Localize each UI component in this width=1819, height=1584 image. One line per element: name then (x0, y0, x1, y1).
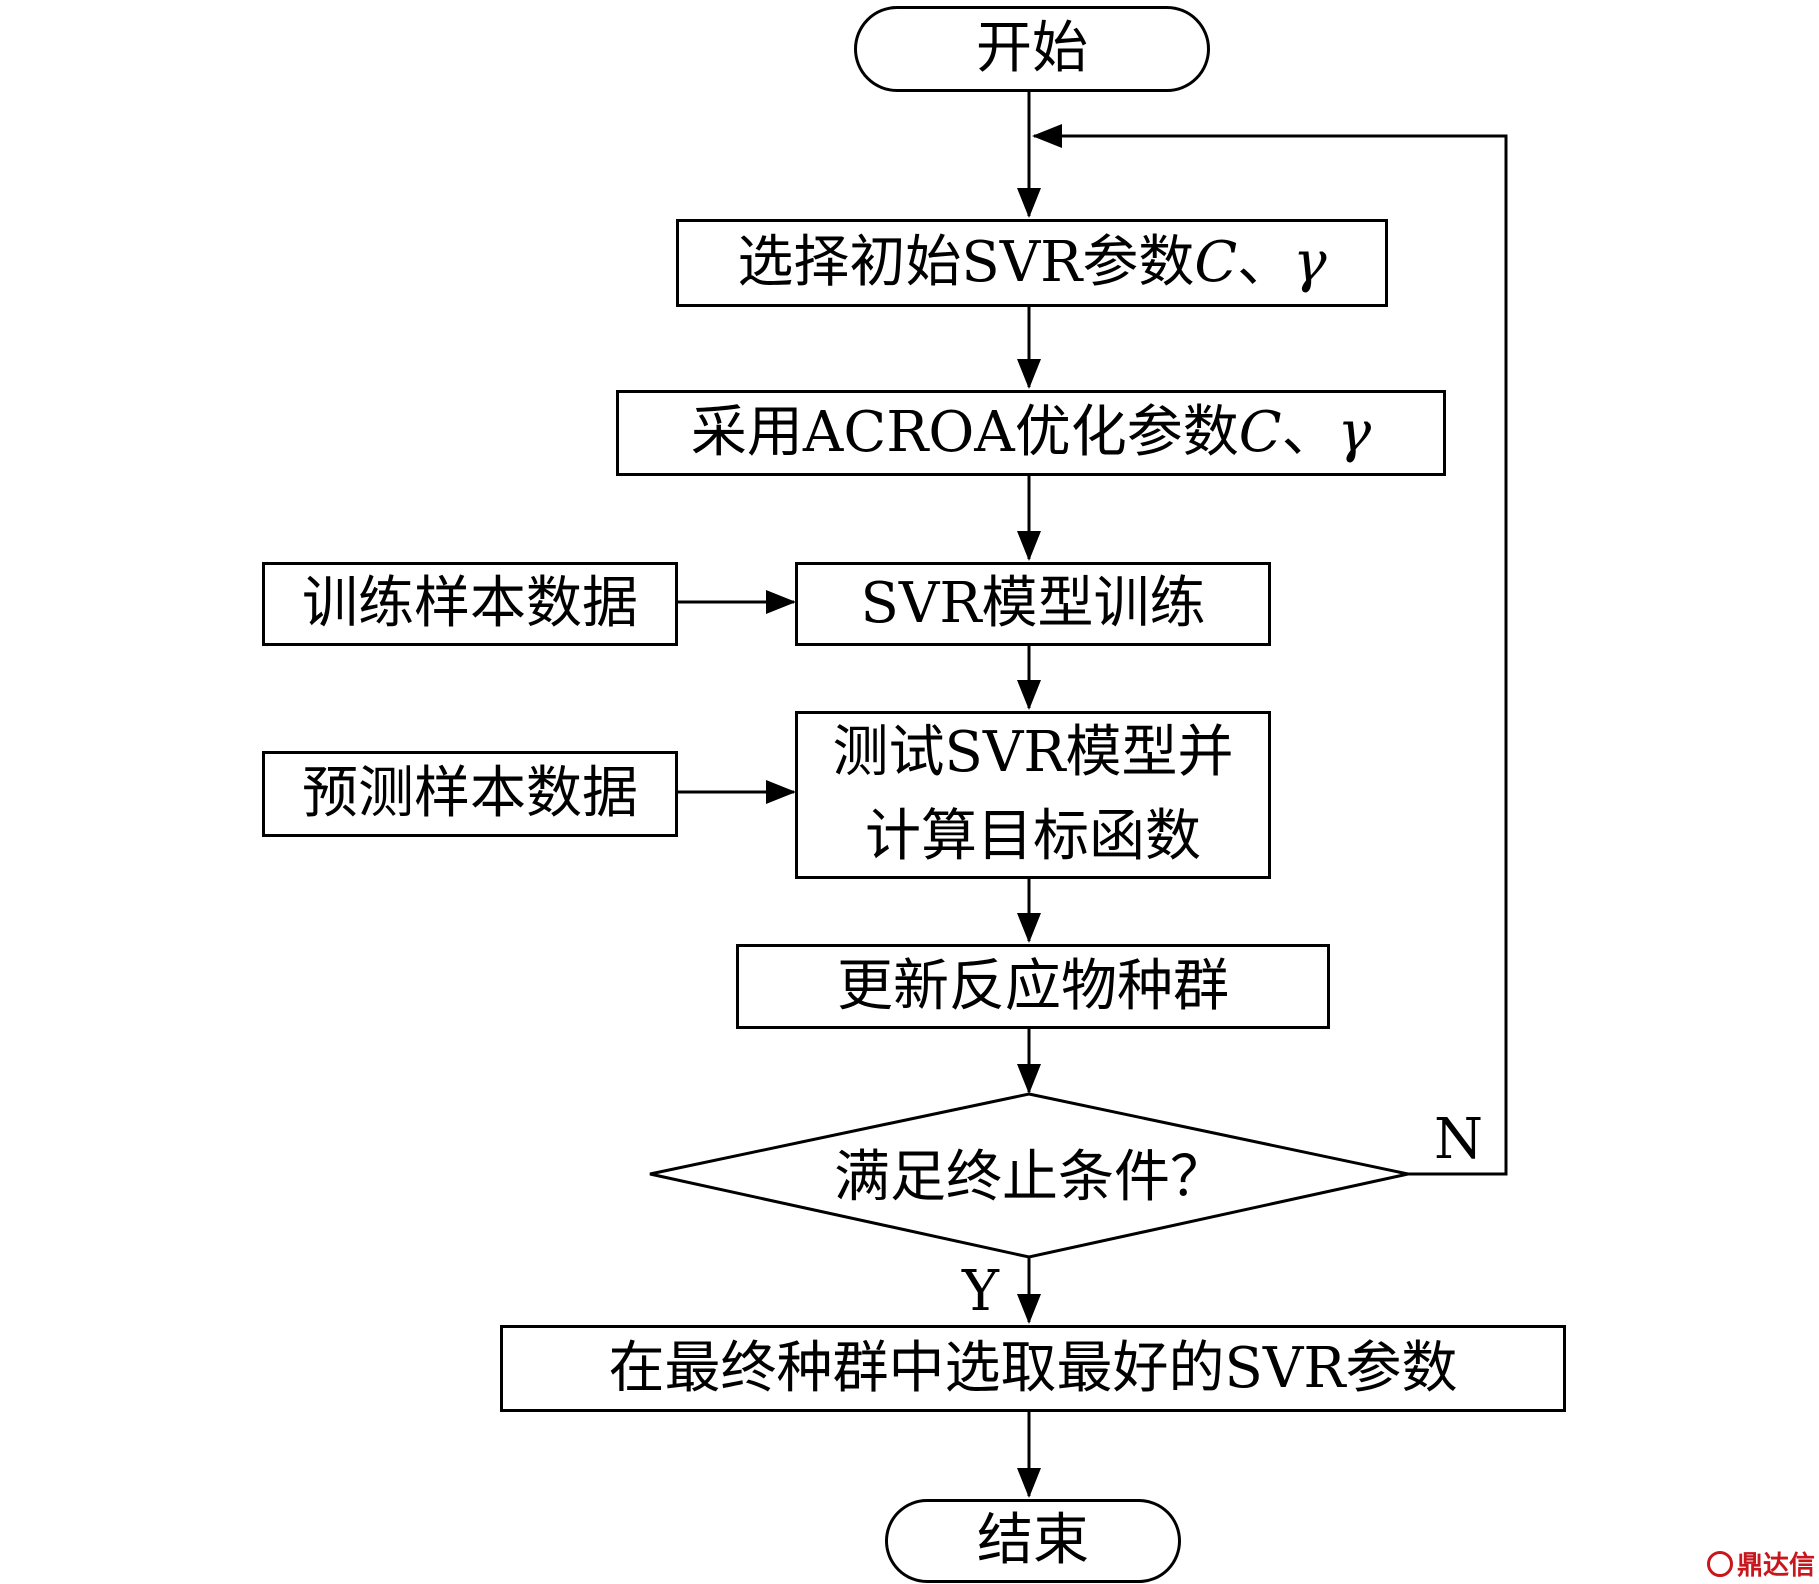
symbol-c: C (1238, 400, 1282, 465)
arrowhead (1017, 1294, 1041, 1324)
end-label: 结束 (977, 1508, 1089, 1573)
start-label: 开始 (976, 16, 1088, 81)
start-terminal: 开始 (854, 6, 1210, 92)
arrowhead (1017, 359, 1041, 389)
predict-data-label: 预测样本数据 (302, 761, 638, 826)
select-best-box: 在最终种群中选取最好的SVR参数 (500, 1325, 1566, 1412)
arrowhead (1017, 531, 1041, 561)
select-params-box: 选择初始SVR参数C、γ (676, 219, 1388, 307)
optimize-params-box: 采用ACROA优化参数C、γ (616, 390, 1446, 476)
arrowhead (1017, 913, 1041, 943)
select-best-label: 在最终种群中选取最好的SVR参数 (608, 1335, 1458, 1401)
update-population-label: 更新反应物种群 (837, 953, 1229, 1019)
arrowhead (766, 780, 796, 804)
arrowhead (1017, 1468, 1041, 1498)
svr-train-label: SVR模型训练 (860, 571, 1206, 636)
test-svr-line1: 测试SVR模型并 (832, 720, 1234, 785)
train-data-label: 训练样本数据 (302, 571, 638, 636)
symbol-gamma: γ (1337, 400, 1372, 465)
symbol-gamma: γ (1293, 230, 1327, 295)
condition-label: 满足终止条件？ (834, 1145, 1226, 1210)
arrowhead (766, 590, 796, 614)
test-svr-box: 测试SVR模型并 计算目标函数 (795, 711, 1271, 879)
optimize-params-text: 采用ACROA优化参数 (690, 400, 1239, 465)
symbol-c: C (1194, 230, 1238, 295)
separator: 、 (1237, 230, 1294, 295)
arrow-loop-back (1034, 134, 1508, 1176)
watermark: 鼎达信 (1706, 1545, 1815, 1582)
edge-label-yes: Y (962, 1259, 999, 1324)
arrowhead (1032, 124, 1062, 148)
arrowhead (1017, 188, 1041, 218)
train-data-box: 训练样本数据 (262, 562, 678, 646)
test-svr-line2: 计算目标函数 (865, 804, 1201, 869)
end-terminal: 结束 (885, 1499, 1181, 1583)
watermark-text: 鼎达信 (1736, 1551, 1815, 1581)
decision-diamond (649, 1092, 1409, 1259)
optimize-params-label: 采用ACROA优化参数C、γ (691, 398, 1371, 468)
select-params-text: 选择初始SVR参数 (737, 230, 1195, 295)
select-params-label: 选择初始SVR参数C、γ (737, 228, 1326, 298)
predict-data-box: 预测样本数据 (262, 751, 678, 837)
arrowhead (1017, 680, 1041, 710)
watermark-logo-icon (1706, 1550, 1733, 1577)
edge-label-no: N (1434, 1107, 1483, 1172)
svr-train-box: SVR模型训练 (795, 562, 1271, 646)
update-population-box: 更新反应物种群 (736, 944, 1330, 1029)
arrowhead (1017, 1064, 1041, 1094)
separator: 、 (1281, 400, 1338, 465)
